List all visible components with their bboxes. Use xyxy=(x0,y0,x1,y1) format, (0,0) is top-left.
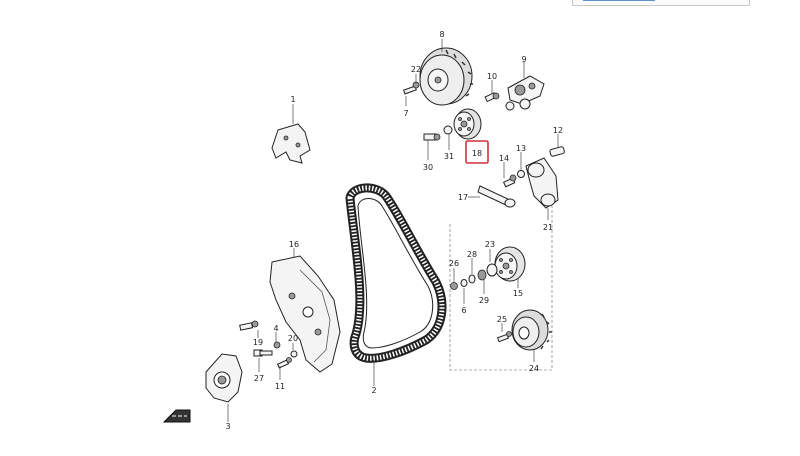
callout-25: 25 xyxy=(497,315,507,324)
front-arrow-icon xyxy=(162,409,191,423)
alignment-lines xyxy=(449,206,553,371)
callout-20: 20 xyxy=(288,334,298,343)
part-12-pin[interactable] xyxy=(549,146,565,157)
part-14-bolt[interactable] xyxy=(502,174,517,188)
callout-30: 30 xyxy=(423,163,433,172)
callout-11: 11 xyxy=(275,382,285,391)
callout-2: 2 xyxy=(371,386,376,395)
callout-12: 12 xyxy=(553,126,563,135)
part-13-washer[interactable] xyxy=(517,170,525,178)
part-30-bolt[interactable] xyxy=(423,133,441,141)
callout-9: 9 xyxy=(521,55,526,64)
part-29-washer[interactable] xyxy=(477,269,487,281)
callout-27: 27 xyxy=(254,374,264,383)
part-22-bolt[interactable] xyxy=(403,81,420,95)
callout-labels: 1 2 3 6 7 8 9 10 11 12 13 14 15 16 17 18… xyxy=(225,30,563,431)
callout-19: 19 xyxy=(253,338,263,347)
callout-28: 28 xyxy=(467,250,477,259)
part-15-idler-pulley[interactable] xyxy=(494,246,526,282)
part-2-timing-belt[interactable] xyxy=(345,183,447,363)
scroll-indicator xyxy=(583,0,655,1)
part-8-camshaft-sprocket[interactable] xyxy=(419,47,473,106)
callout-15: 15 xyxy=(513,289,523,298)
part-25-bolt[interactable] xyxy=(496,331,512,343)
part-28-washer[interactable] xyxy=(468,274,476,284)
callout-22: 22 xyxy=(411,65,421,74)
part-9-tensioner-bracket[interactable] xyxy=(507,75,545,105)
callout-3: 3 xyxy=(225,422,230,431)
part-3-bracket[interactable] xyxy=(205,353,243,403)
part-31-washer[interactable] xyxy=(443,125,453,135)
part-1-cover-bracket[interactable] xyxy=(271,123,311,164)
part-16-lower-cover[interactable] xyxy=(269,255,341,373)
part-9-washers[interactable] xyxy=(505,98,531,111)
callout-6: 6 xyxy=(461,306,466,315)
highlight-box xyxy=(465,140,489,164)
callout-1: 1 xyxy=(290,95,295,104)
callout-13: 13 xyxy=(516,144,526,153)
callout-24: 24 xyxy=(529,364,539,373)
part-19-bolt[interactable] xyxy=(239,320,259,331)
callout-14: 14 xyxy=(499,154,509,163)
leader-lines xyxy=(227,39,559,422)
part-4-nut[interactable] xyxy=(273,341,281,349)
callout-31: 31 xyxy=(444,152,454,161)
part-27-stud[interactable] xyxy=(253,349,273,357)
callout-18: 18 xyxy=(472,149,482,158)
callout-4: 4 xyxy=(273,324,278,333)
callout-16: 16 xyxy=(289,240,299,249)
callout-26: 26 xyxy=(449,259,459,268)
callout-7: 7 xyxy=(403,109,408,118)
part-11-bolt[interactable] xyxy=(276,357,292,369)
part-18-idler-pulley[interactable] xyxy=(453,108,482,140)
callout-23: 23 xyxy=(485,240,495,249)
part-24-crank-sprocket[interactable] xyxy=(511,309,552,351)
part-10-bolt[interactable] xyxy=(484,92,500,103)
part-21-tensioner-arm[interactable] xyxy=(525,157,559,209)
callout-17: 17 xyxy=(458,193,468,202)
part-26-bolt[interactable] xyxy=(450,282,458,290)
top-panel-edge xyxy=(572,0,750,6)
part-17-rod[interactable] xyxy=(477,185,516,208)
callout-8: 8 xyxy=(439,30,444,39)
part-6-washer[interactable] xyxy=(460,279,468,287)
callout-29: 29 xyxy=(479,296,489,305)
callout-21: 21 xyxy=(543,223,553,232)
callout-10: 10 xyxy=(487,72,497,81)
part-20-clip[interactable] xyxy=(290,350,298,358)
part-23-spacer[interactable] xyxy=(486,263,498,277)
